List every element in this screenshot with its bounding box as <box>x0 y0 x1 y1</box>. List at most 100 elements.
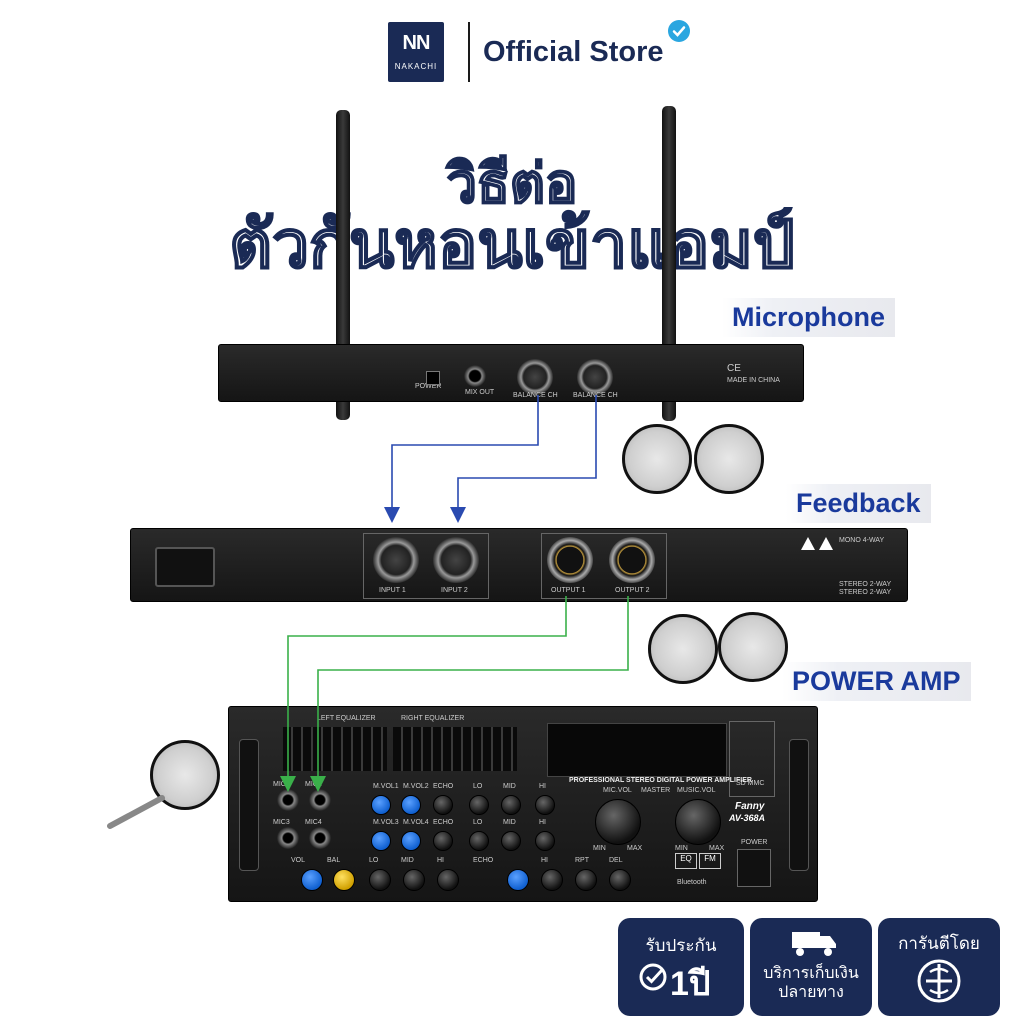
echo1-knob[interactable] <box>433 795 453 815</box>
row3-label-3: LO <box>369 857 379 864</box>
row1-label-5: MID <box>503 783 516 790</box>
display-panel <box>547 723 727 777</box>
stereo-label-1: STEREO 2-WAY <box>839 581 892 588</box>
echo3-knob[interactable] <box>507 869 529 891</box>
output-2-jack <box>609 537 655 583</box>
rpt-knob[interactable] <box>575 869 597 891</box>
hi1-knob[interactable] <box>535 795 555 815</box>
right-eq-label: RIGHT EQUALIZER <box>401 715 465 722</box>
mic3-input[interactable] <box>277 827 299 849</box>
wire-out1 <box>280 596 567 792</box>
warning-icon <box>799 535 835 556</box>
receiver-power-label: POWER <box>415 383 442 390</box>
mic-vol-knob[interactable] <box>595 799 641 845</box>
row1-label-3: ECHO <box>433 783 454 790</box>
xlr-female-plug-icon <box>694 424 764 494</box>
row2-label-4: LO <box>473 819 483 826</box>
hi2-knob[interactable] <box>535 831 555 851</box>
fm-badge: FM <box>699 853 721 869</box>
cod-badge: บริการเก็บเงินปลายทาง <box>750 918 872 1016</box>
row3-label-8: RPT <box>575 857 589 864</box>
mid3-knob[interactable] <box>403 869 425 891</box>
power-switch[interactable] <box>737 849 771 887</box>
output-1-jack <box>547 537 593 583</box>
row1-label-6: HI <box>539 783 546 790</box>
check-badge-icon <box>668 20 690 42</box>
left-eq-label: LEFT EQUALIZER <box>317 715 376 722</box>
m-vol4-knob[interactable] <box>401 831 421 851</box>
input-2-label: INPUT 2 <box>441 587 468 594</box>
lo3-knob[interactable] <box>369 869 391 891</box>
store-title: Official Store <box>483 36 664 68</box>
mid1-knob[interactable] <box>501 795 521 815</box>
vol-knob[interactable] <box>301 869 323 891</box>
check-icon <box>638 962 668 997</box>
eq-badge: EQ <box>675 853 697 869</box>
row1-label-4: LO <box>473 783 483 790</box>
output-panel <box>541 533 667 599</box>
m-vol2-knob[interactable] <box>401 795 421 815</box>
master-label: MASTER <box>641 787 671 794</box>
mic-vol-max-label: MAX <box>627 845 643 852</box>
title-line-1: วิธีต่อ <box>446 153 579 215</box>
hi4-knob[interactable] <box>541 869 563 891</box>
row1-label-2: M.VOL2 <box>403 783 429 790</box>
warranty-top: รับประกัน <box>645 936 717 955</box>
amp-power-label: POWER <box>741 839 768 846</box>
cod-text: บริการเก็บเงินปลายทาง <box>763 965 859 1001</box>
left-equalizer[interactable] <box>283 727 387 771</box>
ce-mark: CE <box>727 363 741 374</box>
mid2-knob[interactable] <box>501 831 521 851</box>
mic2-input[interactable] <box>309 789 331 811</box>
antenna-left <box>336 110 350 420</box>
wire-mic-ch1 <box>384 395 539 523</box>
hi3-knob[interactable] <box>437 869 459 891</box>
wire-out2 <box>310 596 629 792</box>
music-vol-label: MUSIC.VOL <box>677 787 716 794</box>
stereo-label-2: STEREO 2-WAY <box>839 589 892 596</box>
output-2-label: OUTPUT 2 <box>615 587 650 594</box>
section-label-microphone: Microphone <box>722 298 895 337</box>
bal-knob[interactable] <box>333 869 355 891</box>
right-equalizer[interactable] <box>393 727 517 771</box>
mic1-input[interactable] <box>277 789 299 811</box>
input-1-jack <box>373 537 419 583</box>
row3-label-7: HI <box>541 857 548 864</box>
lo2-knob[interactable] <box>469 831 489 851</box>
echo2-knob[interactable] <box>433 831 453 851</box>
usb-sd-panel: SD MMC <box>729 721 775 797</box>
logo-mark: NN <box>402 32 431 54</box>
section-label-feedback: Feedback <box>786 484 931 523</box>
bluetooth-label: Bluetooth <box>677 879 707 886</box>
guarantee-badge: การันตีโดย <box>878 918 1000 1016</box>
iec-power-inlet <box>155 547 215 587</box>
warranty-badge: รับประกัน 1ปี <box>618 918 744 1016</box>
row3-label-5: HI <box>437 857 444 864</box>
xlr-male-plug-icon <box>622 424 692 494</box>
mono-label: MONO 4-WAY <box>839 537 885 544</box>
mic-receiver: POWER MIX OUT BALANCE CH BALANCE CH CE M… <box>218 344 804 402</box>
header-divider <box>468 22 470 82</box>
row2-label-5: MID <box>503 819 516 826</box>
amp-brand: Fanny <box>735 801 765 812</box>
row2-label-6: HI <box>539 819 546 826</box>
music-vol-knob[interactable] <box>675 799 721 845</box>
feedback-unit: INPUT 1 INPUT 2 OUTPUT 1 OUTPUT 2 MONO 4… <box>130 528 908 602</box>
music-vol-min-label: MIN <box>675 845 688 852</box>
tis-standard-icon <box>916 958 962 1009</box>
mic4-input[interactable] <box>309 827 331 849</box>
m-vol3-knob[interactable] <box>371 831 391 851</box>
music-vol-max-label: MAX <box>709 845 725 852</box>
del-knob[interactable] <box>609 869 631 891</box>
handle-right <box>789 739 809 871</box>
balance-label-1: BALANCE CH <box>513 392 558 399</box>
balance-out-1 <box>517 359 553 395</box>
lo1-knob[interactable] <box>469 795 489 815</box>
m-vol1-knob[interactable] <box>371 795 391 815</box>
balance-out-2 <box>577 359 613 395</box>
title-line-2: ตัวกันหอนเข้าแอมป์ <box>228 206 796 282</box>
power-amplifier: LEFT EQUALIZER RIGHT EQUALIZER SD MMC MI… <box>228 706 818 902</box>
dc-jack <box>426 371 440 385</box>
row3-label-4: MID <box>401 857 414 864</box>
